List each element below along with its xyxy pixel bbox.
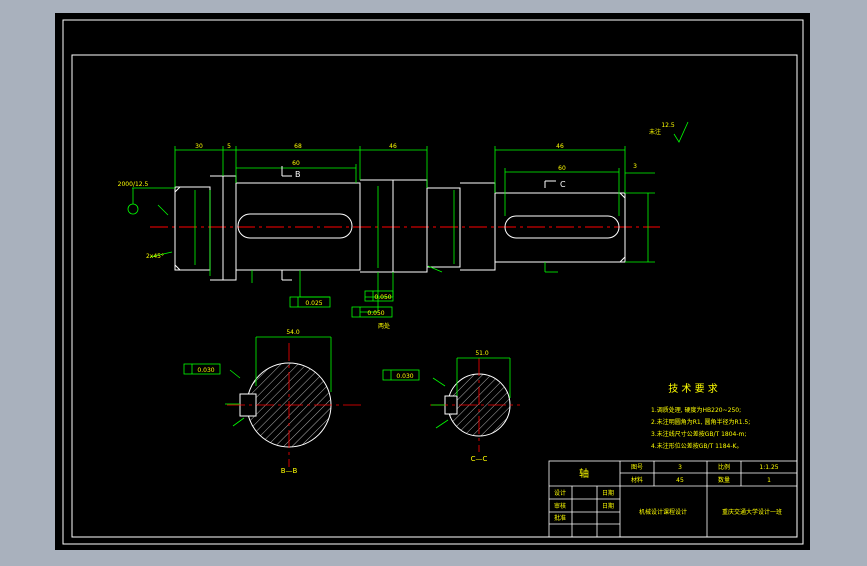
keyway-right [504,215,620,239]
tech-item-3: 3.未注线尺寸公差按GB/T 1804-m; [651,430,746,438]
section-c-label: C—C [471,455,488,463]
label-drawing-no: 图号 [631,464,643,471]
tolerance-frame-1: 0.025 [289,296,331,308]
roughness-symbol [673,121,689,143]
datum-circle [127,203,139,215]
drawing-sheet [55,13,810,550]
main-view: 0.025 0.050 0.050 30 5 68 46 46 60 60 3 … [118,121,689,330]
left-note: 2000/12.5 [118,181,149,188]
tolerance-value-2: 0.050 [374,294,391,301]
label-designed-date: 日期 [602,489,614,497]
dim-top-3: 68 [294,143,302,150]
tech-item-2: 2.未注明圆角为R1, 圆角半径为R1.5; [651,418,750,426]
section-b-view: 0.030 54.0 B—B [183,329,362,475]
section-c-tolerance: 0.030 [396,373,413,380]
section-cut-marks [281,166,556,281]
label-scale: 比例 [718,463,730,471]
value-material: 45 [676,477,684,484]
section-c-view: 0.030 51.0 C—C [382,350,520,463]
section-b-label: B—B [281,467,298,475]
school-name: 重庆交通大学设计一班 [722,508,782,516]
keyway-left [237,213,353,239]
tolerance-value-3: 0.050 [367,310,384,317]
tolerance-frame-2: 0.050 [364,290,394,302]
dim-top-2: 5 [227,143,231,150]
label-checked-date: 日期 [602,502,614,510]
section-b-tolerance: 0.030 [197,367,214,374]
value-drawing-no: 3 [678,464,682,471]
section-mark-c: C [560,180,566,189]
outer-border [62,19,804,545]
course-name: 机械设计课程设计 [639,508,687,516]
tech-item-4: 4.未注形位公差按GB/T 1184-K。 [651,442,742,450]
roughness-value: 12.5 [661,122,675,129]
dim-top-right: 3 [633,163,637,170]
dim-top-4: 46 [389,143,397,150]
label-designed: 设计 [554,489,566,497]
dim-inner-2: 60 [558,165,566,172]
note-label: 未注 [649,128,661,136]
technical-requirements: 技 术 要 求 1.调质处理, 硬度为HB220~250; 2.未注明圆角为R1… [651,382,750,450]
section-b-dim: 54.0 [286,329,300,336]
section-c-dim: 51.0 [475,350,489,357]
dim-inner-1: 60 [292,160,300,167]
title-block: 轴 图号 3 比例 1:1.25 材料 45 数量 1 设计 日期 审核 日期 … [548,460,798,538]
section-mark-b: B [295,170,301,179]
dim-top-1: 30 [195,143,203,150]
label-checked: 审核 [554,502,566,510]
chamfer-note: 2x45° [146,253,164,260]
tolerance-value-1: 0.025 [305,300,322,307]
tolerance-frame-3: 0.050 [351,306,393,318]
shaft-outline [174,175,626,281]
label-approved: 批准 [554,514,566,522]
part-name: 轴 [579,467,589,480]
label-material: 材料 [631,476,643,484]
value-scale: 1:1.25 [759,464,778,471]
lower-label: 两处 [378,322,390,330]
dimension-texts: 30 5 68 46 46 60 60 3 2000/12.5 2x45° 12… [118,122,675,330]
label-quantity: 数量 [718,476,730,484]
value-quantity: 1 [767,477,771,484]
inner-border [71,54,798,538]
tech-item-1: 1.调质处理, 硬度为HB220~250; [651,406,741,414]
tech-title: 技 术 要 求 [668,382,718,395]
dim-top-5: 46 [556,143,564,150]
